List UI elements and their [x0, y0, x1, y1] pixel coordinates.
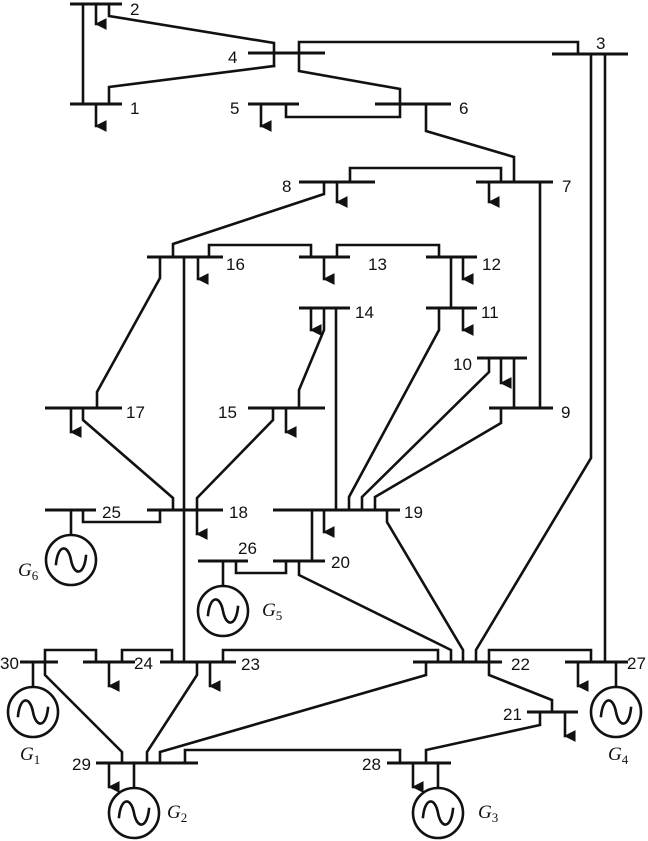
- bus-label-27: 27: [627, 654, 646, 673]
- generator-label-g6: G6: [18, 560, 39, 583]
- bus-label-28: 28: [362, 755, 381, 774]
- branch-4-3: [297, 40, 580, 56]
- generator-label-g5: G5: [262, 600, 282, 623]
- sine-wave-icon: [117, 800, 151, 826]
- sine-wave-icon: [16, 699, 50, 725]
- generator-label-g2: G2: [167, 802, 187, 825]
- bus-bars: [20, 2, 628, 765]
- generator-labels: G1 G2 G3 G4 G5 G6: [18, 560, 629, 825]
- branch-20-26: [234, 559, 288, 575]
- generator-g2: [107, 761, 161, 840]
- bus-label-14: 14: [355, 303, 374, 322]
- branch-17-18: [81, 406, 175, 512]
- bus-label-25: 25: [102, 503, 121, 522]
- bus-label-6: 6: [459, 99, 468, 118]
- bus-label-17: 17: [126, 403, 145, 422]
- branch-20-22: [297, 559, 453, 664]
- bus-label-11: 11: [481, 303, 499, 322]
- bus-labels: 2 1 4 3 5 6 8 7 16 13 12 14 11 10 17 15 …: [0, 0, 646, 774]
- branch-21-28: [424, 710, 542, 765]
- bus-label-18: 18: [229, 503, 248, 522]
- sine-wave-icon: [599, 699, 633, 725]
- branch-1-4: [107, 64, 276, 106]
- sine-wave-icon: [206, 598, 240, 624]
- branch-3-22: [474, 52, 593, 664]
- branch-23-22: [221, 648, 440, 664]
- branch-13-12: [335, 243, 441, 259]
- bus-label-20: 20: [331, 553, 350, 572]
- branch-22-21: [487, 660, 554, 714]
- bus-label-21: 21: [503, 705, 522, 724]
- bus-label-2: 2: [130, 0, 139, 19]
- generator-g3: [411, 761, 465, 840]
- bus-label-4: 4: [228, 48, 237, 67]
- bus-label-3: 3: [596, 34, 605, 53]
- generator-label-g3: G3: [478, 802, 498, 825]
- bus-label-7: 7: [562, 177, 571, 196]
- bus-label-22: 22: [511, 655, 530, 674]
- bus-label-19: 19: [404, 503, 423, 522]
- branches: [43, 2, 607, 765]
- generator-g5: [196, 559, 250, 638]
- branch-19-22: [385, 508, 465, 664]
- generator-label-g4: G4: [608, 744, 629, 767]
- branch-10-19: [360, 356, 491, 512]
- branch-14-15: [297, 306, 326, 410]
- sine-wave-icon: [54, 547, 88, 573]
- branch-30-24: [43, 648, 98, 664]
- branch-5-6: [284, 102, 402, 119]
- bus-label-24: 24: [134, 654, 153, 673]
- branch-9-19: [373, 406, 503, 512]
- branch-24-23: [120, 648, 174, 664]
- bus-label-5: 5: [230, 99, 239, 118]
- bus-label-9: 9: [561, 403, 570, 422]
- bus-label-13: 13: [368, 255, 387, 274]
- branch-15-18: [195, 406, 275, 512]
- branch-11-19: [347, 306, 441, 512]
- bus-label-1: 1: [130, 99, 139, 118]
- bus-label-29: 29: [72, 755, 91, 774]
- generator-label-g1: G1: [20, 744, 40, 767]
- branch-16-13: [207, 243, 313, 259]
- bus-label-23: 23: [241, 655, 260, 674]
- generator-g1: [6, 660, 60, 739]
- bus-label-26: 26: [238, 539, 257, 558]
- branch-16-17: [95, 255, 162, 410]
- sine-wave-icon: [421, 800, 455, 826]
- branch-4-6: [297, 51, 402, 106]
- branch-7-8: [348, 166, 503, 184]
- branch-30-29: [43, 660, 124, 765]
- bus-label-10: 10: [453, 355, 472, 374]
- branch-22-29: [158, 660, 428, 765]
- bus-label-8: 8: [282, 177, 291, 196]
- bus-label-16: 16: [226, 255, 245, 274]
- generators: [6, 508, 643, 840]
- bus-label-30: 30: [0, 654, 19, 673]
- bus-label-12: 12: [482, 255, 501, 274]
- branch-29-28: [183, 748, 402, 765]
- branch-8-16: [171, 180, 326, 259]
- branch-22-27: [487, 648, 593, 664]
- branch-25-18: [81, 508, 162, 524]
- bus-label-15: 15: [218, 403, 237, 422]
- generator-g4: [589, 660, 643, 739]
- loads: [69, 2, 589, 793]
- branch-23-29: [145, 660, 199, 765]
- branch-6-7: [424, 102, 516, 184]
- generator-g6: [44, 508, 98, 587]
